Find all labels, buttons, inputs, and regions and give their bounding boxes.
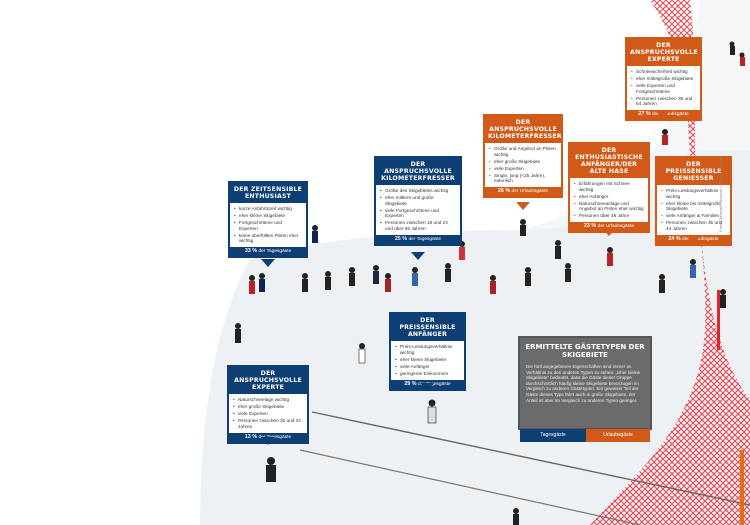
- sign-anspruchsvolle-experte-urlaub: Der anspruchsvolle Experte Schneesicherh…: [625, 37, 702, 122]
- sign-items: Preis-Leistungsverhältnis wichtig eher k…: [391, 341, 464, 380]
- share-label: der Tagesgäste: [408, 236, 442, 242]
- sign-item: geringeres Einkommen: [395, 371, 460, 377]
- sign-title: Der preissensible Anfänger: [391, 314, 464, 341]
- sign-pointer: [687, 236, 701, 244]
- sign-item: Größe des Skigebietes wichtig: [380, 188, 456, 194]
- sign-item: viele Experten und Fortgeschrittene: [631, 83, 696, 94]
- sign-title: Der preissensible Genießer: [657, 158, 730, 185]
- sign-item: eher Anfänger: [574, 194, 644, 200]
- sign-item: keine überfüllten Pisten eher wichtig: [234, 233, 302, 244]
- orange-pole: [740, 450, 744, 525]
- sign-title: Der zeitsensible Enthusiast: [230, 183, 306, 203]
- share-value: 23 %: [583, 223, 597, 230]
- share-label: der Tagesgäste: [417, 381, 451, 387]
- sign-item: eher große Skigebiete: [489, 159, 557, 165]
- sign-title: Der anspruchsvolle Kilometerfresser: [376, 158, 460, 185]
- photo-credit: Foto: Christoph Strasser / ARCHIV Fotoli…: [718, 157, 723, 232]
- sign-item: Personen zwischen 35 und 54 Jahren: [631, 96, 696, 107]
- share-value: 24 %: [668, 235, 681, 242]
- share-value: 33 %: [244, 248, 258, 255]
- sign-preissensible-geniesser: Der preissensible Genießer Preis-Leistun…: [655, 156, 732, 246]
- sign-item: Größe und Angebot an Pisten wichtig: [489, 146, 557, 157]
- sign-item: eher kleine Skigebiete: [395, 357, 460, 363]
- sign-title: Der anspruchsvolle Experte: [627, 39, 700, 66]
- sign-item: Naturschneelage wichtig: [233, 397, 303, 403]
- sign-item: Schneesicherheit wichtig: [631, 69, 696, 75]
- sign-item: eher große Skigebiete: [233, 404, 303, 410]
- sign-title: Der enthusiastische Anfänger/der alte Ha…: [570, 144, 648, 178]
- sign-item: eher kleine bis mittelgroße Skigebiete: [661, 201, 726, 212]
- sign-anspruchsvolle-kilometerfresser: Der anspruchsvolle Kilometerfresser Größ…: [374, 156, 462, 246]
- legend-urlaubsgaeste: Urlaubsgäste: [586, 429, 650, 442]
- sign-title: Der anspruchsvolle Kilometerfresser: [485, 116, 562, 143]
- legend-tagesgaeste: Tagesgäste: [520, 429, 586, 442]
- skiers-group: [235, 41, 745, 525]
- sign-items: Schneesicherheit wichtig eher mittelgroß…: [627, 66, 700, 110]
- sign-pointer: [420, 383, 434, 391]
- sign-preissensible-anfaenger: Der preissensible Anfänger Preis-Leistun…: [389, 312, 466, 391]
- sign-item: viele Anfänger: [395, 364, 460, 370]
- share-label: der Urlaubsgäste: [511, 189, 549, 195]
- sign-item: Personen zwischen 35 und 44 Jahren: [661, 220, 726, 231]
- share-value: 26 %: [497, 188, 511, 195]
- legend-panel: Ermittelte Gästetypen der Skigebiete Die…: [518, 336, 652, 430]
- sign-pointer: [516, 202, 530, 210]
- sign-item: Preis-Leistungsverhältnis wichtig: [395, 344, 460, 355]
- sign-item: Naturschneeanlage und Angebot an Pisten …: [574, 201, 644, 212]
- sign-item: Erfahrungen mit Schnee wichtig: [574, 181, 644, 192]
- sign-item: Preis-Leistungsverhältnis wichtig: [661, 188, 726, 199]
- sign-item: eher mittelgroße Skigebiete: [631, 76, 696, 82]
- share-value: 25 %: [394, 235, 408, 242]
- share-label: der Urlaubsgäste: [597, 224, 635, 230]
- sign-item: viele Experten: [233, 411, 303, 417]
- legend-title: Ermittelte Gästetypen der Skigebiete: [525, 343, 645, 359]
- sign-items: Erfahrungen mit Schnee wichtig eher Anfä…: [570, 178, 648, 222]
- sign-item: Personen zwischen 25 und 34 Jahren: [233, 418, 303, 429]
- sign-items: Preis-Leistungsverhältnis wichtig eher k…: [657, 185, 730, 235]
- sign-share: 23 % der Urlaubsgäste: [570, 222, 648, 232]
- sign-items: Größe und Angebot an Pisten wichtig eher…: [485, 143, 561, 187]
- sign-items: Naturschneelage wichtig eher große Skige…: [229, 394, 307, 433]
- sign-pointer: [261, 437, 275, 445]
- sign-item: Single, jung (<25 Jahre), männlich: [489, 173, 557, 184]
- sign-share: 33 % der Tagesgäste: [230, 247, 306, 257]
- sign-pointer: [656, 111, 670, 119]
- sign-title: Der anspruchsvolle Experte: [229, 367, 307, 394]
- sign-share: 25 % der Tagesgäste: [376, 234, 460, 244]
- share-label: der Tagesgäste: [258, 249, 292, 255]
- safety-net: [590, 0, 750, 525]
- sign-pointer: [602, 228, 616, 236]
- share-label: der Urlaubsgäste: [652, 112, 689, 118]
- sign-items: kurze Anfahrtszeit wichtig eher kleine S…: [230, 203, 306, 247]
- sign-anspruchsvolle-kilometerfresser-urlaub: Der anspruchsvolle Kilometerfresser Größ…: [483, 114, 563, 199]
- sign-item: eher kleine Skigebiete: [234, 213, 302, 219]
- sign-item: viele Anfänger & Familien: [661, 213, 726, 219]
- sign-share: 26 % der Urlaubsgäste: [485, 187, 561, 197]
- sign-zeitsensible-enthusiast: Der zeitsensible Enthusiast kurze Anfahr…: [228, 181, 308, 259]
- sign-item: kurze Anfahrtszeit wichtig: [234, 206, 302, 212]
- sign-item: viele Experten: [489, 166, 557, 172]
- legend-box: Ermittelte Gästetypen der Skigebiete Die…: [518, 336, 652, 446]
- sign-item: Personen über 45 Jahre: [574, 213, 644, 219]
- sign-item: eher mittlere und große Skigebiete: [380, 195, 456, 206]
- sign-anspruchsvolle-experte: Der anspruchsvolle Experte Naturschneela…: [227, 365, 309, 444]
- share-value: 13 %: [244, 433, 258, 440]
- share-value: 27 %: [638, 111, 651, 118]
- sign-items: Größe des Skigebietes wichtig eher mittl…: [376, 185, 460, 235]
- sign-item: Personen zwischen 18 und 24 und über 55 …: [380, 220, 456, 231]
- sign-enthusiastische-anfaenger: Der enthusiastische Anfänger/der alte Ha…: [568, 142, 650, 234]
- cable-line: [311, 411, 750, 506]
- sign-item: Fortgeschrittene und Experten: [234, 220, 302, 231]
- sign-pointer: [261, 259, 275, 267]
- legend-text: Die fünf angegebenen Eigenschaften sind …: [526, 364, 641, 403]
- share-value: 29 %: [404, 380, 417, 387]
- sign-pointer: [411, 252, 425, 260]
- sign-item: viele Fortgeschrittene und Experten: [380, 208, 456, 219]
